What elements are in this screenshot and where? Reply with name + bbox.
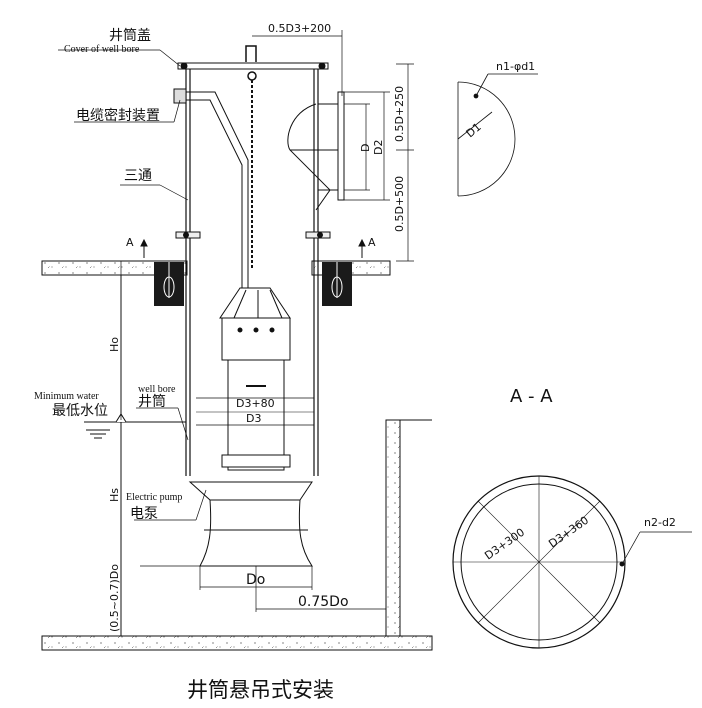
tee-label: 三通 [124,168,152,184]
dimension-lines [120,30,414,636]
electric-pump [196,287,314,471]
support-brackets [175,231,331,239]
dim-hole-circle: D1 [464,120,484,140]
section-markers [140,238,366,258]
dim-upper-height: 0.5D+250 [393,86,406,142]
pump-bell-mouth [188,481,313,567]
dim-ho: Ho [108,337,121,352]
section-aa-circle [452,475,692,649]
well-bore-label-cn: 井筒 [138,393,166,410]
min-water-label-cn: 最低水位 [52,403,108,419]
well-bore-label-en: well bore [138,384,176,395]
dim-lower-height: 0.5D+500 [393,176,406,232]
cover-label-en: Cover of well bore [64,44,140,55]
flange-hole-detail [457,73,538,197]
dim-pipe-d: D [359,144,372,152]
dim-top-width: 0.5D3+200 [268,22,331,35]
pump-label-en: Electric pump [126,492,182,503]
dim-hole-spec2: n2-d2 [644,516,676,529]
dim-offset: 0.75Do [298,594,349,610]
dim-do: Do [246,572,265,588]
section-title: A - A [510,386,553,407]
section-mark-left: A [126,236,134,249]
dim-d3-80: D3+80 [236,397,275,410]
cable-seal-label: 电缆密封装置 [76,107,160,124]
tee-outlet [287,91,345,211]
dim-d3: D3 [246,412,261,425]
anchor-block-left [154,262,184,306]
pump-label-cn: 电泵 [130,506,158,522]
min-water-label-en: Minimum water [34,391,99,402]
dim-hs: Hs [108,488,121,502]
dim-pipe-d2: D2 [372,140,385,155]
anchor-block-right [322,262,352,306]
well-bore-cover [177,62,329,70]
dim-d3-360: D3+360 [546,514,591,551]
drawing-caption: 井筒悬吊式安装 [187,678,334,702]
lifting-chain [245,45,257,270]
cover-label-cn: 井筒盖 [109,27,151,44]
dim-bottom-gap: (0.5~0.7)Do [108,564,121,632]
dim-d3-300: D3+300 [482,526,527,563]
dim-hole-spec: n1-φd1 [496,60,535,73]
section-mark-right: A [368,236,376,249]
well-bore-tube [185,68,319,476]
leader-lines [58,49,207,521]
cable-seal-device [173,88,249,290]
